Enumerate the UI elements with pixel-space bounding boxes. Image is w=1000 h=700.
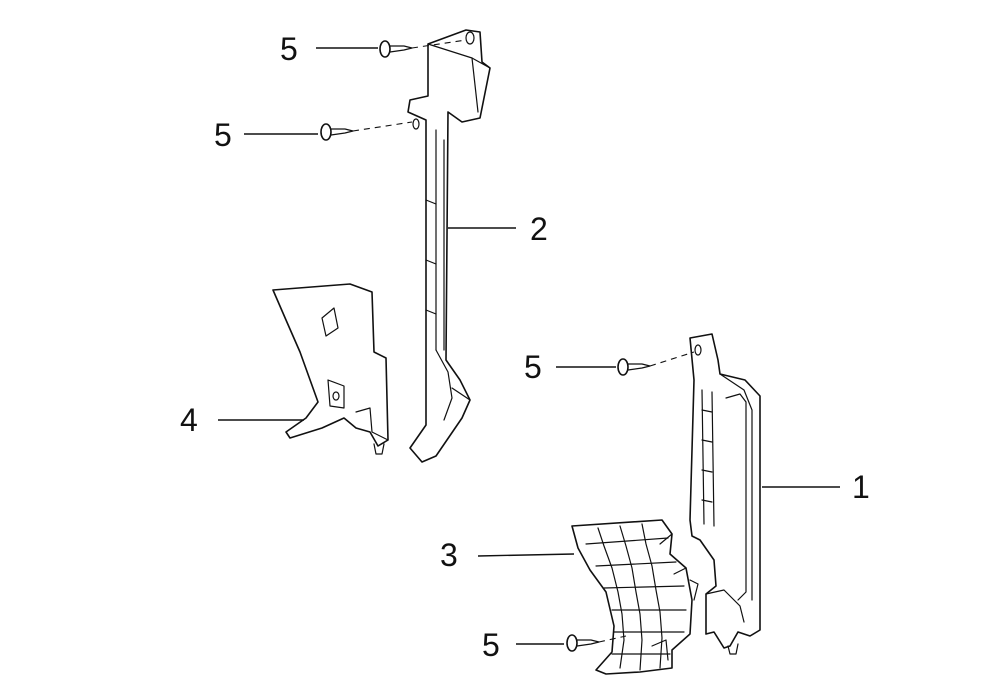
callout-3: 3: [440, 537, 458, 573]
callout-2: 2: [530, 211, 548, 247]
part-2-vertical-bracket: [407, 29, 491, 463]
callout-5c: 5: [524, 349, 542, 385]
fastener-5d: [566, 634, 627, 652]
callout-1: 1: [852, 469, 870, 505]
part-4-left-shield: [272, 283, 389, 455]
fastener-5b: [320, 121, 413, 141]
callout-5b: 5: [214, 117, 232, 153]
leader-lines: [218, 47, 840, 645]
fastener-5c: [617, 351, 695, 376]
callout-5d: 5: [482, 627, 500, 663]
callout-5a: 5: [280, 31, 298, 67]
callout-4: 4: [180, 402, 198, 438]
callout-labels: 5 5 2 5 4 1 3 5: [180, 31, 870, 663]
part-1-right-bracket: [689, 333, 761, 655]
leader-3: [477, 553, 575, 557]
part-3-grid-shield: [571, 519, 699, 675]
fastener-5a: [379, 39, 467, 58]
